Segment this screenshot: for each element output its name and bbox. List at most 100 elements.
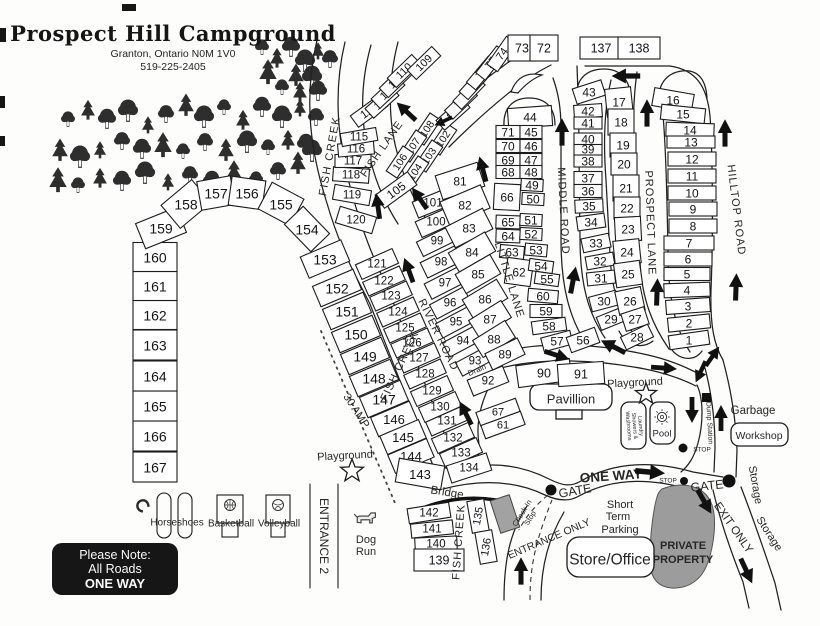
pool-building (649, 401, 676, 445)
site-48: 48 (519, 164, 543, 180)
amenities (136, 409, 670, 539)
site-2: 2 (666, 313, 712, 333)
one-way-arrow-icon (717, 119, 733, 147)
site-number: 6 (685, 253, 692, 267)
site-number: 165 (143, 399, 167, 415)
pine-tree-icon (294, 99, 306, 117)
horseshoe-icon (136, 499, 150, 513)
site-number: 20 (617, 158, 631, 172)
garbage-label: Garbage (731, 405, 776, 417)
pine-tree-icon (94, 141, 106, 159)
site-number: 153 (313, 252, 337, 268)
gate-label-east: GATE (690, 477, 724, 494)
site-number: 163 (143, 338, 167, 354)
site-number: 33 (589, 237, 603, 251)
site-9: 9 (668, 201, 718, 217)
site-number: 32 (593, 255, 607, 269)
site-70: 70 (495, 138, 521, 154)
deciduous-tree-icon (69, 145, 91, 168)
deciduous-tree-icon (193, 105, 215, 128)
site-38: 38 (573, 154, 603, 169)
pavillion-step (555, 409, 583, 420)
site-125: 125 (382, 312, 428, 344)
site-4: 4 (663, 281, 711, 299)
playground-label-east: Playground (607, 376, 663, 391)
site-number: 96 (444, 298, 457, 310)
site-137: 137 (579, 36, 623, 60)
volleyball-label: Volleyball (258, 519, 300, 530)
site-number: 74 (494, 46, 511, 63)
site-number: 65 (501, 216, 515, 230)
site-number: 70 (501, 140, 515, 154)
site-number: 55 (540, 273, 554, 287)
site-number: 89 (498, 348, 512, 362)
site-number: 64 (501, 230, 515, 244)
site-47: 47 (519, 152, 543, 168)
gate-label-west: GATE (557, 481, 592, 501)
site-128: 128 (402, 358, 448, 390)
site-25: 25 (612, 259, 644, 289)
site-150: 150 (330, 314, 382, 354)
site-number: 63 (505, 246, 519, 260)
site-number: 167 (143, 460, 167, 476)
site-number: 139 (429, 554, 450, 568)
playground-star-icon (338, 457, 366, 483)
note-line1: Please Note: (79, 548, 151, 562)
site-number: 130 (430, 402, 449, 414)
site-number: 68 (501, 166, 515, 180)
site-148: 148 (348, 358, 400, 398)
fish-creek-road-label-lower: FISH CREEK (450, 504, 467, 581)
deciduous-tree-icon (252, 96, 272, 117)
site-72: 72 (529, 34, 559, 62)
site-number: 66 (500, 191, 514, 205)
one-way-arrow-icon (396, 102, 418, 122)
site-number: 125 (395, 323, 414, 335)
site-number: 18 (614, 116, 628, 130)
site-number: 53 (529, 244, 543, 258)
site-124: 124 (375, 296, 421, 328)
site-number: 162 (143, 308, 167, 324)
site-36: 36 (573, 183, 603, 199)
dog-icon (353, 512, 376, 524)
site-number: 150 (344, 327, 368, 343)
site-number: 154 (295, 222, 319, 238)
site-number: 3 (685, 300, 692, 314)
site-126: 126 (389, 327, 435, 359)
site-number: 124 (388, 307, 408, 319)
site-51: 51 (519, 212, 543, 228)
short-term-parking-line3: Parking (601, 524, 638, 536)
site-number: 69 (501, 154, 515, 168)
deciduous-tree-icon (112, 170, 132, 191)
site-number: 156 (235, 186, 259, 202)
site-number: 131 (437, 416, 456, 428)
workshop-building (730, 422, 789, 447)
deciduous-tree-icon (269, 162, 287, 180)
site-41: 41 (573, 116, 603, 131)
site-number: 35 (582, 200, 596, 214)
deciduous-tree-icon (61, 111, 75, 127)
site-14: 14 (665, 121, 715, 139)
site-152: 152 (311, 268, 363, 308)
basketball-key (221, 522, 239, 538)
site-number: 160 (143, 250, 167, 266)
site-number: 4 (684, 284, 691, 298)
middle-road (552, 77, 586, 343)
site-number: 71 (501, 126, 515, 140)
site-163: 163 (132, 329, 178, 361)
site-50: 50 (521, 191, 545, 207)
site-95: 95 (434, 305, 478, 339)
deciduous-tree-icon (271, 105, 293, 128)
site-number: 42 (581, 105, 595, 119)
site-165: 165 (132, 390, 178, 422)
washrooms-line2: Showers & (630, 412, 638, 439)
basketball-icon (224, 499, 236, 511)
site-number: 101 (423, 198, 442, 210)
pavillion-label: Pavillion (547, 392, 595, 407)
site-96: 96 (428, 286, 472, 320)
map-title: Prospect Hill Campground (10, 21, 336, 46)
site-55: 55 (533, 270, 561, 288)
gate-stop-dots (545, 443, 736, 496)
prospect-lane-label: PROSPECT LANE (642, 170, 658, 275)
site-22: 22 (613, 196, 641, 220)
store-office-building (566, 536, 655, 578)
